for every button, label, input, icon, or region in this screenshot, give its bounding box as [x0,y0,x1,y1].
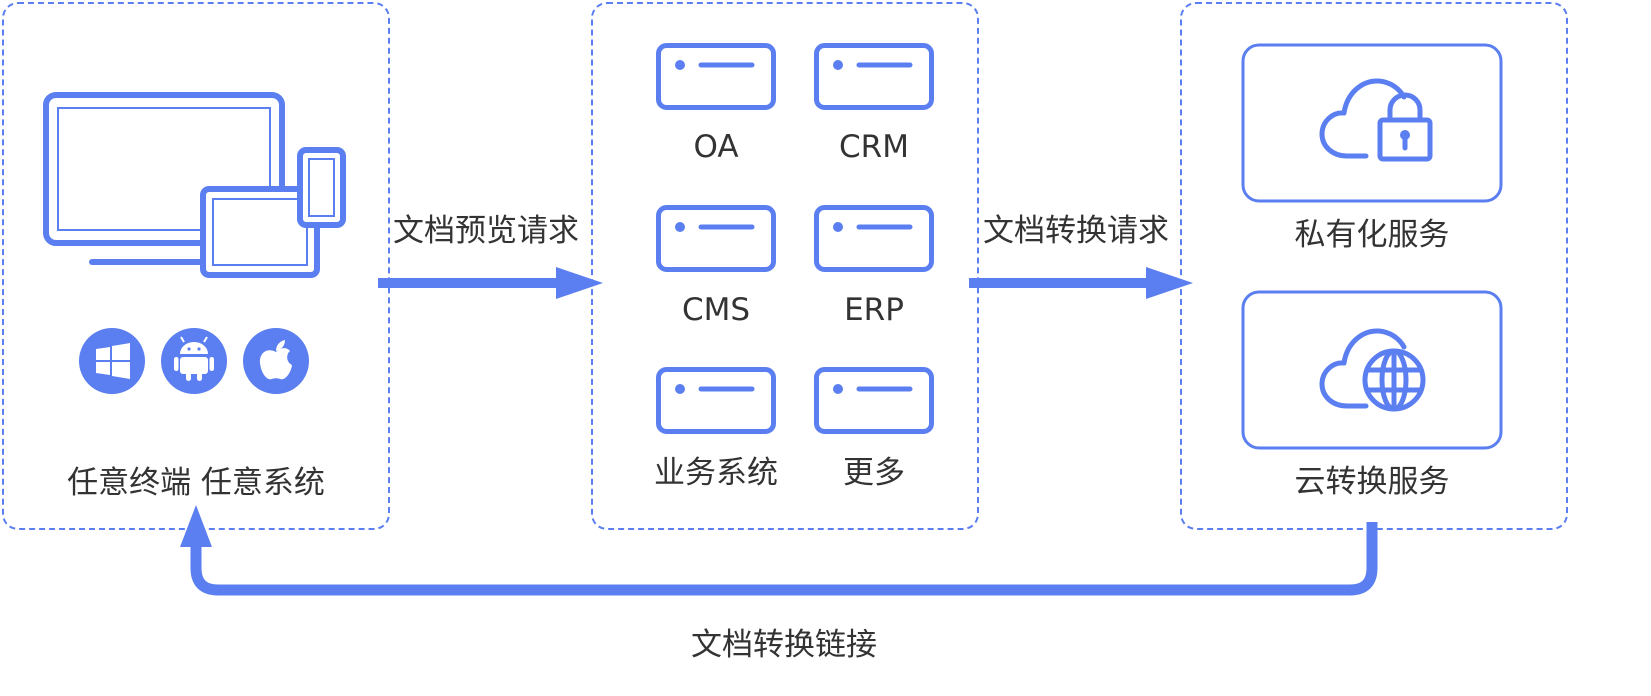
cloud-service-label: 云转换服务 [1294,464,1450,500]
preview-request-label: 文档预览请求 [393,213,579,249]
private-service-box [1241,43,1503,203]
devices-icon [43,92,346,278]
system-label-crm: CRM [839,129,909,165]
phone-icon [297,147,346,228]
preview-request-arrow [378,267,603,299]
windows-icon [79,328,145,394]
convert-request-arrow [969,267,1193,299]
convert-request-label: 文档转换请求 [983,213,1169,249]
server-icon-oa [659,46,774,108]
cloud-lock-icon [1319,78,1433,162]
convert-link-arrow [180,505,1378,596]
system-label-business: 业务系统 [654,455,778,491]
server-icon-business [659,370,774,432]
terminal-label: 任意终端 任意系统 [67,465,325,501]
monitor-icon [43,92,285,265]
system-label-cms: CMS [681,292,751,328]
server-icon-cms [659,208,774,270]
apple-icon [243,328,309,394]
android-icon [161,328,227,394]
business-systems-panel [591,2,979,530]
convert-link-label: 文档转换链接 [691,627,877,663]
server-icon-erp [817,208,932,270]
server-icon-more [817,370,932,432]
system-label-erp: ERP [844,292,904,328]
system-label-oa: OA [693,129,739,165]
system-label-more: 更多 [843,455,905,491]
private-service-label: 私有化服务 [1294,217,1450,253]
cloud-service-box [1241,290,1503,450]
server-icon-crm [817,46,932,108]
cloud-globe-icon [1319,328,1426,412]
tablet-icon [200,186,320,278]
